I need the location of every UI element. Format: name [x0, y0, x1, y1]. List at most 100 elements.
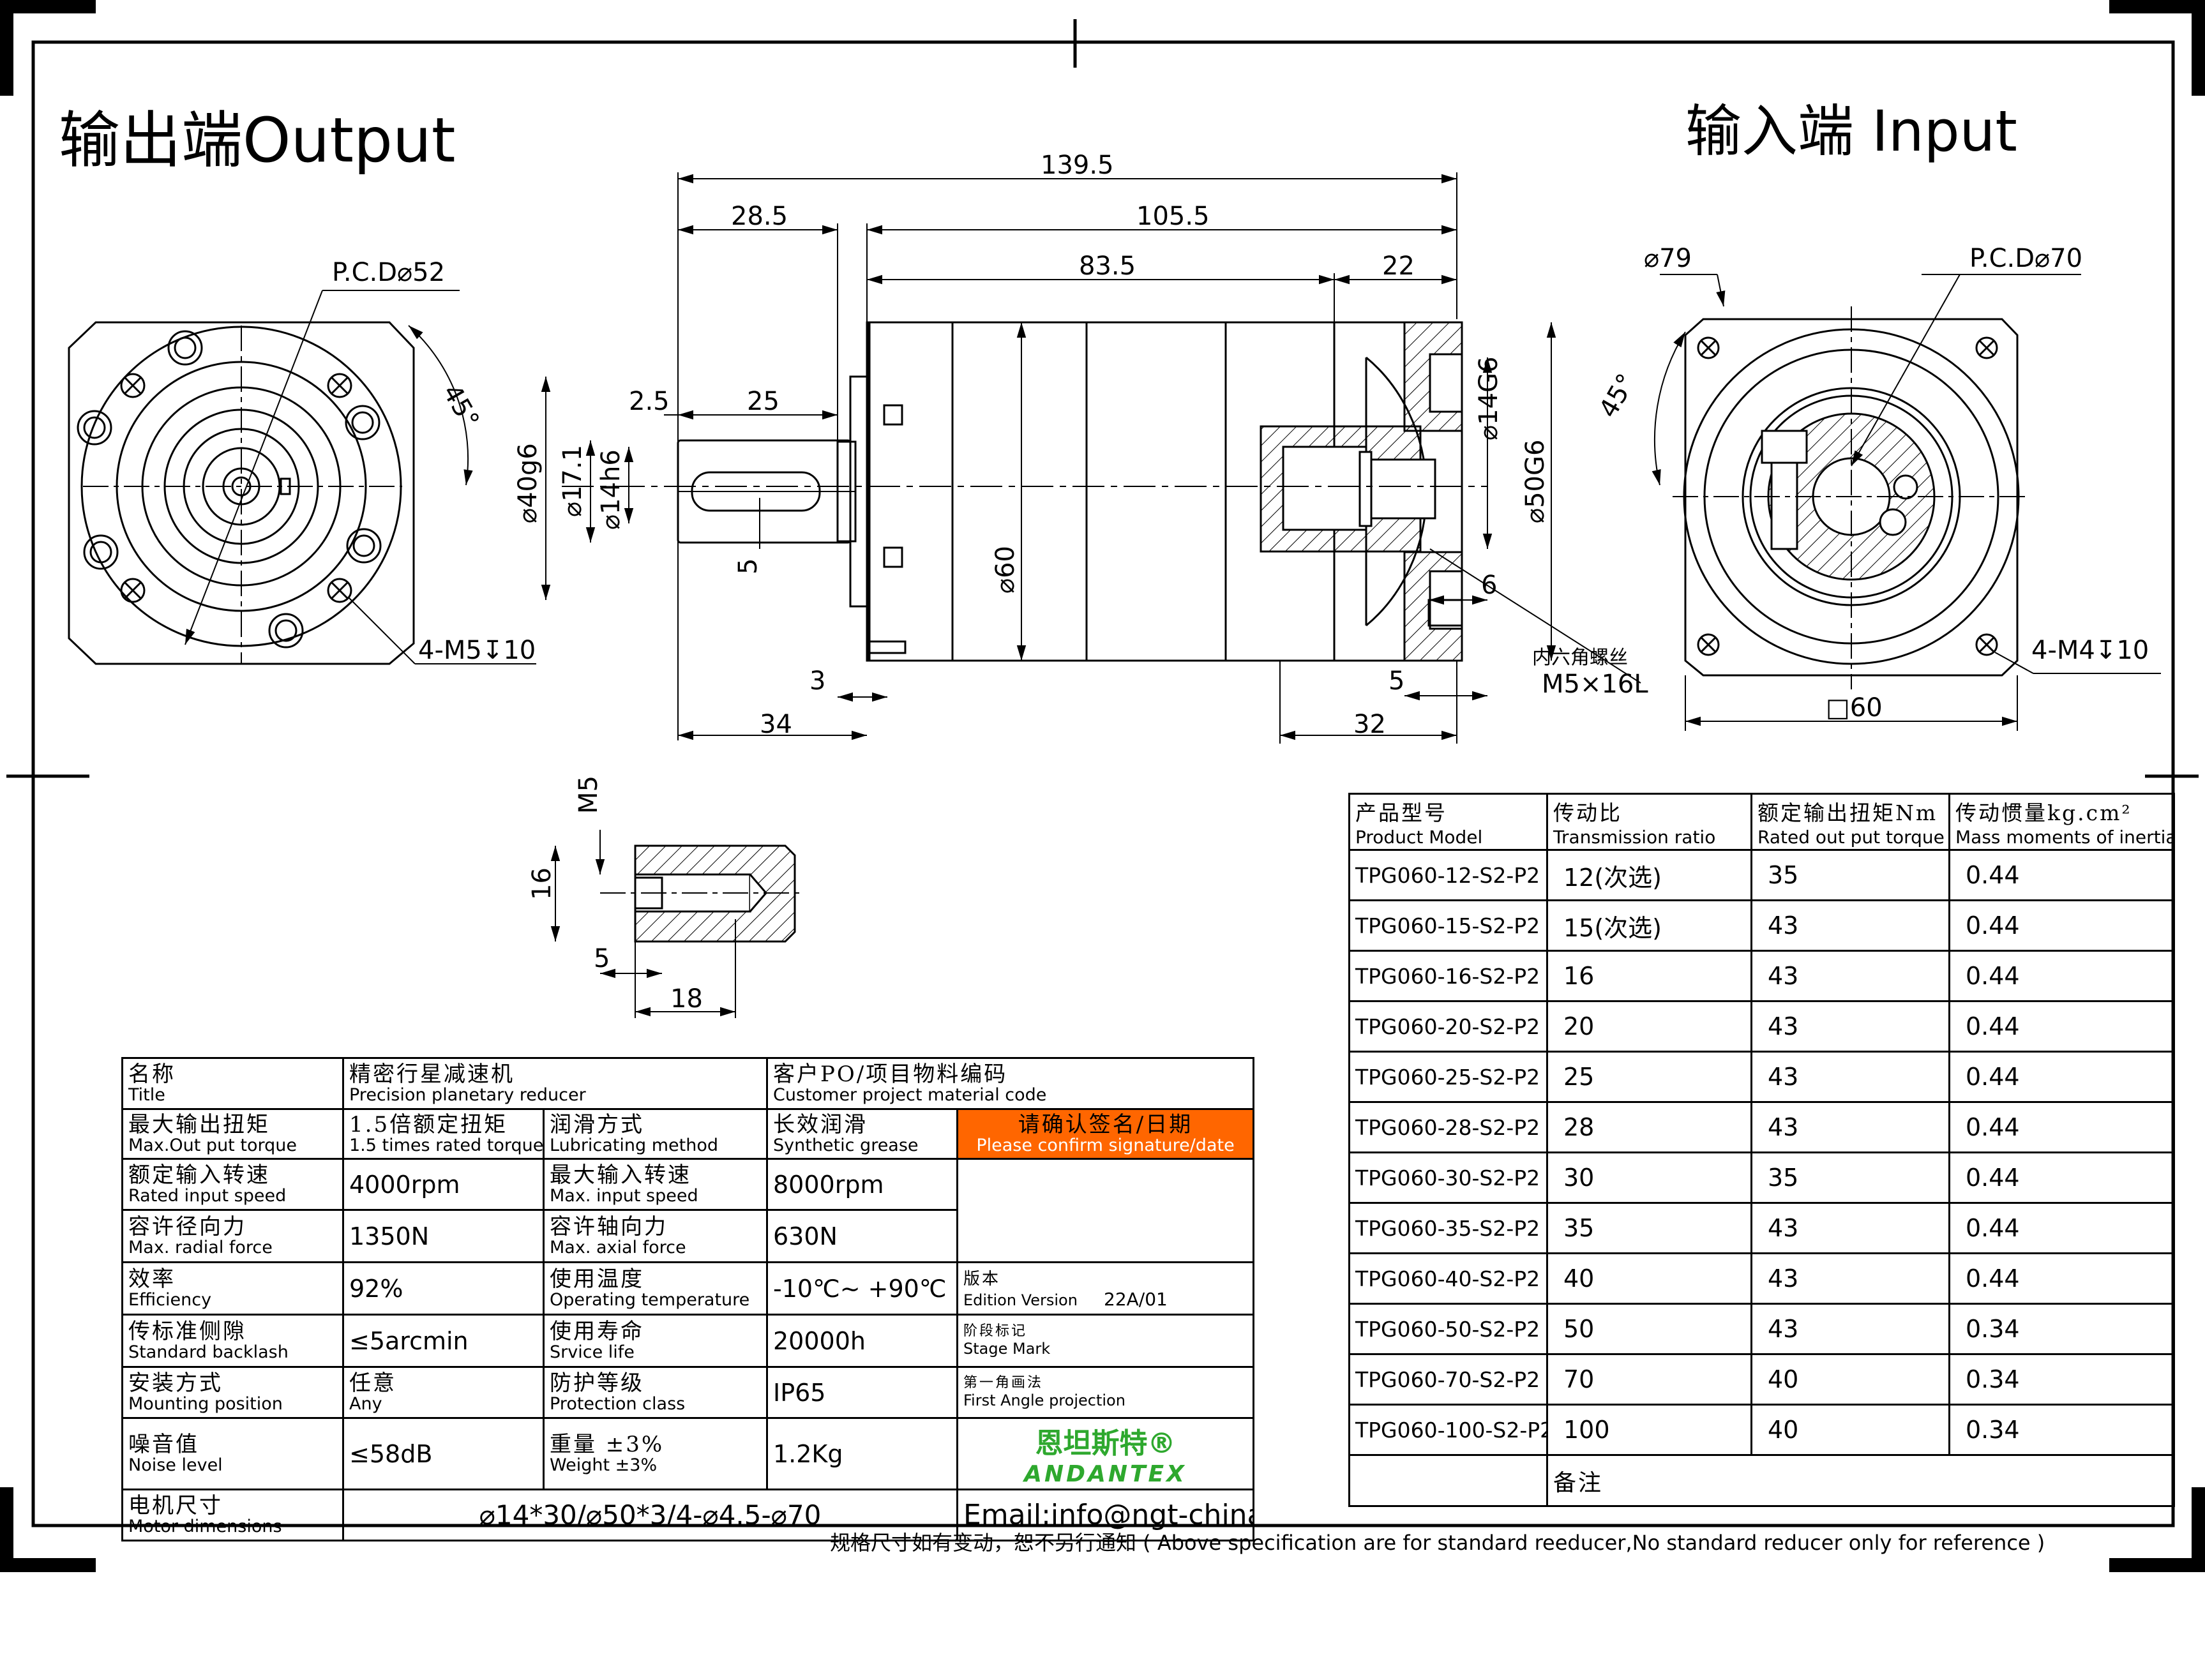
dim-d17: ⌀17.1	[558, 445, 587, 517]
torque-cell: 43	[1750, 1051, 1950, 1103]
dim-clamp-6: 6	[1481, 571, 1497, 600]
torque-cell: 43	[1750, 1202, 1950, 1254]
dim-pcd-output: P.C.D⌀52	[332, 258, 445, 287]
torque-cell: 43	[1750, 1252, 1950, 1305]
ratio-cell: 25	[1546, 1051, 1752, 1103]
inertia-cell: 0.44	[1948, 899, 2175, 952]
input-title: 输入端 Input	[1685, 98, 2017, 164]
inertia-cell: 0.34	[1948, 1303, 2175, 1355]
dim-bolt-output: 4-M5↧10	[418, 636, 536, 665]
torque-cell: 40	[1750, 1353, 1950, 1406]
torque-cell: 43	[1750, 1101, 1950, 1153]
dim-body-main: 83.5	[1079, 251, 1136, 281]
spec-motor-value: ⌀14*30/⌀50*3/4-⌀4.5-⌀70	[342, 1489, 958, 1541]
ratio-cell: 12(次选)	[1546, 849, 1752, 901]
dim-clamp-5: 5	[1388, 666, 1404, 696]
ratio-cell: 30	[1546, 1151, 1752, 1204]
inertia-cell: 0.34	[1948, 1353, 2175, 1406]
remark-cell: 备注	[1546, 1454, 2175, 1507]
model-cell: TPG060-70-S2-P2	[1348, 1353, 1548, 1406]
spec-weight-label: 重量 ±3%Weight ±3%	[543, 1417, 768, 1490]
spec-weight-value: 1.2Kg	[766, 1417, 958, 1490]
dim-detail-m5: M5	[574, 776, 603, 814]
ratio-cell: 15(次选)	[1546, 899, 1752, 952]
dim-angle-input: 45°	[1593, 369, 1641, 423]
signature-area[interactable]	[956, 1158, 1255, 1263]
spec-eff-value: 92%	[342, 1261, 545, 1316]
dim-shaft-3: 3	[809, 666, 825, 696]
dim-overall-length: 139.5	[1041, 151, 1114, 180]
model-cell: TPG060-25-S2-P2	[1348, 1051, 1548, 1103]
ratio-cell: 35	[1546, 1202, 1752, 1254]
torque-cell: 43	[1750, 1000, 1950, 1053]
model-cell: TPG060-30-S2-P2	[1348, 1151, 1548, 1204]
inertia-cell: 0.44	[1948, 1101, 2175, 1153]
input-end-view	[1652, 274, 2161, 731]
ratio-cell: 100	[1546, 1404, 1752, 1456]
dim-bolt-input: 4-M4↧10	[2031, 636, 2149, 665]
dim-angle-output: 45°	[437, 380, 485, 433]
ratio-cell: 28	[1546, 1101, 1752, 1153]
dim-detail-16: 16	[527, 867, 557, 900]
spec-noise-value: ≤58dB	[342, 1417, 545, 1490]
torque-cell: 43	[1750, 950, 1950, 1002]
email-cell: Email:info@ngt-china.com	[956, 1489, 1255, 1541]
footnote: 规格尺寸如有变动，恕不另行通知 ( Above specification ar…	[830, 1531, 2045, 1555]
output-end-view	[68, 290, 536, 665]
dim-clamp-32: 32	[1353, 710, 1386, 739]
ratio-cell: 20	[1546, 1000, 1752, 1053]
spec-prot-value: IP65	[766, 1366, 958, 1419]
dim-flange-length: 28.5	[731, 202, 788, 231]
torque-cell: 35	[1750, 1151, 1950, 1204]
dim-d50G6: ⌀50G6	[1521, 440, 1550, 523]
dim-square-60: □60	[1826, 693, 1883, 723]
spec-maxin-value: 8000rpm	[766, 1158, 958, 1211]
ratio-cell: 70	[1546, 1353, 1752, 1406]
ratio-cell: 16	[1546, 950, 1752, 1002]
side-section-view	[541, 172, 1641, 744]
inertia-cell: 0.44	[1948, 1252, 2175, 1305]
dim-shaft-34: 34	[760, 710, 792, 739]
dim-dia-79: ⌀79	[1644, 244, 1692, 273]
dim-body-length: 105.5	[1136, 202, 1210, 231]
dim-pcd-input: P.C.D⌀70	[1969, 244, 2082, 273]
model-cell: TPG060-20-S2-P2	[1348, 1000, 1548, 1053]
spec-temp-value: -10℃~ +90℃	[766, 1261, 958, 1316]
dim-d14h6: ⌀14h6	[596, 449, 626, 530]
model-cell: TPG060-40-S2-P2	[1348, 1252, 1548, 1305]
model-cell: TPG060-50-S2-P2	[1348, 1303, 1548, 1355]
dim-key-25: 25	[747, 387, 779, 416]
model-cell: TPG060-15-S2-P2	[1348, 899, 1548, 952]
dim-key-2-5: 2.5	[629, 387, 670, 416]
torque-cell: 43	[1750, 1303, 1950, 1355]
inertia-cell: 0.44	[1948, 1202, 2175, 1254]
